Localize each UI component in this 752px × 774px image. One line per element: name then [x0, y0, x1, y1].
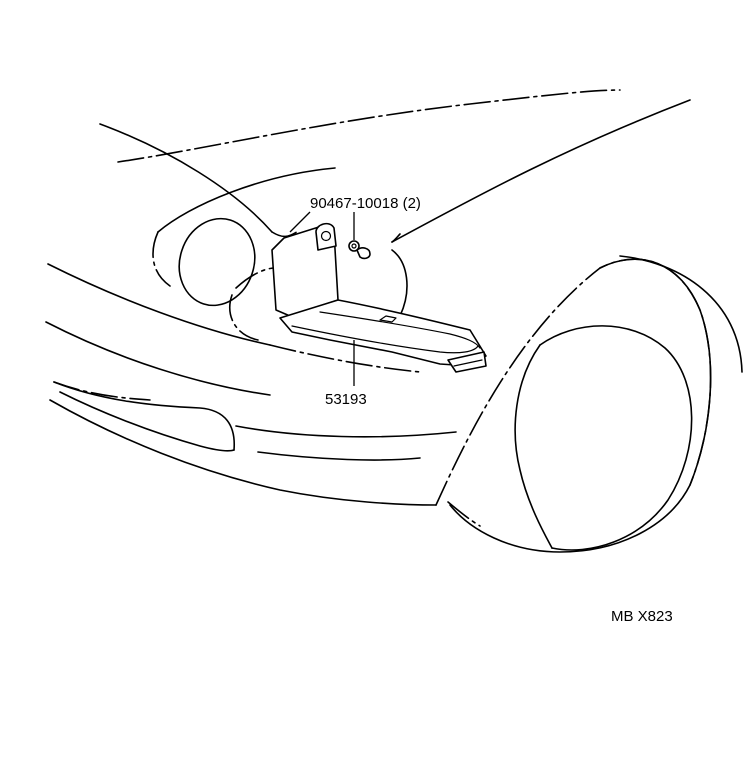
- bolt-leader-left: [289, 211, 311, 233]
- headlight: [152, 167, 336, 341]
- front-bumper: [45, 263, 457, 506]
- bracket-part-number-label: 53193: [325, 391, 367, 408]
- bolt-part-number-label: 90467-10018 (2): [310, 195, 421, 212]
- diagram-code-label: MB X823: [611, 608, 673, 625]
- hood-outline: [99, 89, 691, 243]
- fender-wheel-arch: [391, 249, 743, 553]
- clip-bolt-90467: [348, 240, 371, 260]
- bracket-part-53193: [271, 222, 487, 373]
- leader-lines: [289, 211, 355, 386]
